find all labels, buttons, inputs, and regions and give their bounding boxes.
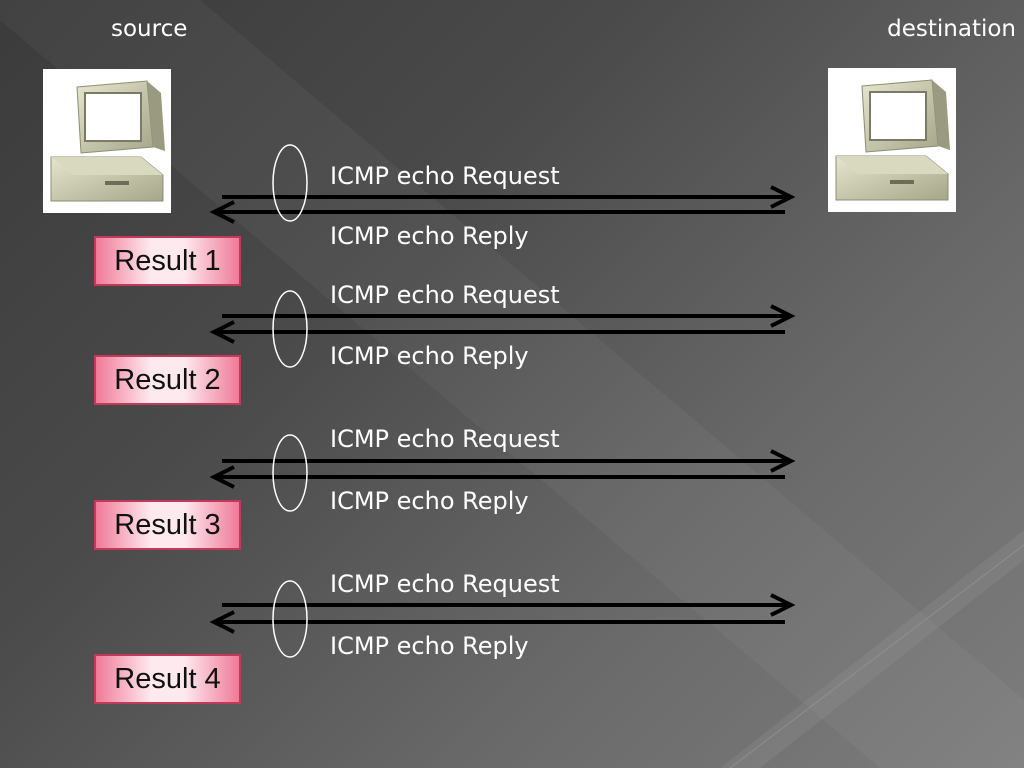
result-box-2: Result 2 — [94, 355, 241, 405]
source-label: source — [111, 16, 188, 42]
result-box-3: Result 3 — [94, 500, 241, 550]
exchange-ellipse-3 — [272, 434, 308, 512]
source-computer-icon — [43, 69, 171, 213]
result-box-4: Result 4 — [94, 654, 241, 704]
destination-label: destination — [887, 16, 1016, 42]
reply-label-1: ICMP echo Reply — [330, 222, 529, 250]
exchange-2-graphics — [209, 290, 796, 368]
request-label-1: ICMP echo Request — [330, 162, 560, 190]
exchange-ellipse-2 — [272, 290, 308, 368]
request-label-4: ICMP echo Request — [330, 570, 560, 598]
result-box-1: Result 1 — [94, 236, 241, 286]
exchange-1-graphics — [209, 144, 796, 224]
reply-label-4: ICMP echo Reply — [330, 632, 529, 660]
reply-label-2: ICMP echo Reply — [330, 342, 529, 370]
request-label-2: ICMP echo Request — [330, 281, 560, 309]
exchange-3-graphics — [209, 434, 796, 512]
exchange-4-graphics — [209, 580, 796, 658]
reply-label-3: ICMP echo Reply — [330, 487, 529, 515]
request-label-3: ICMP echo Request — [330, 425, 560, 453]
destination-computer-icon — [828, 68, 956, 212]
exchange-ellipse-4 — [272, 580, 308, 658]
exchange-ellipse-1 — [272, 144, 308, 222]
